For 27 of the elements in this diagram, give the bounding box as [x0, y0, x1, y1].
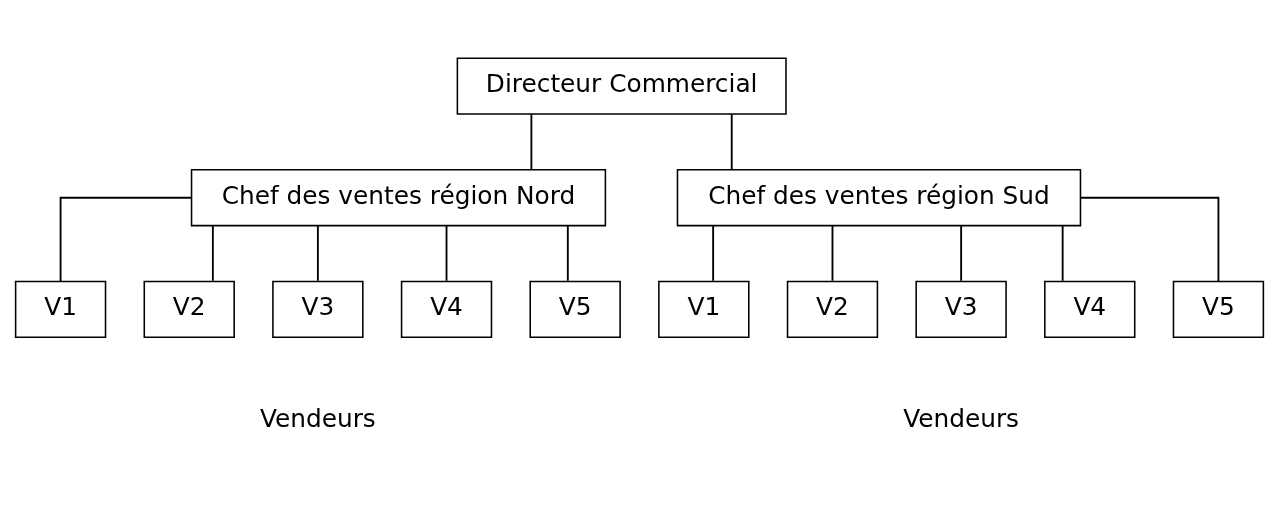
connector [316, 224, 319, 282]
node-box: V5 [529, 280, 621, 338]
connector [59, 196, 193, 282]
connector [831, 224, 834, 282]
connector [1061, 224, 1064, 282]
node-box: Chef des ventes région Nord [190, 168, 607, 226]
connector [211, 224, 214, 282]
label: Vendeurs [259, 403, 376, 433]
node-box: V1 [14, 280, 107, 338]
node-box: V4 [1044, 280, 1136, 338]
label: Vendeurs [903, 403, 1020, 433]
connector [712, 224, 715, 282]
node-box: V1 [658, 280, 750, 338]
node-box: Directeur Commercial [456, 56, 787, 115]
node-box: V5 [1172, 280, 1265, 338]
connector [730, 112, 733, 170]
connector [566, 224, 569, 282]
connector [445, 224, 448, 282]
connector [960, 224, 963, 282]
node-box: V2 [786, 280, 879, 338]
node-box: V3 [272, 280, 364, 338]
node-box: V2 [143, 280, 235, 338]
node-box: V3 [915, 280, 1007, 338]
node-box: V4 [400, 280, 493, 338]
connector [530, 112, 533, 170]
connector [1079, 196, 1220, 282]
node-box: Chef des ventes région Sud [676, 168, 1082, 226]
